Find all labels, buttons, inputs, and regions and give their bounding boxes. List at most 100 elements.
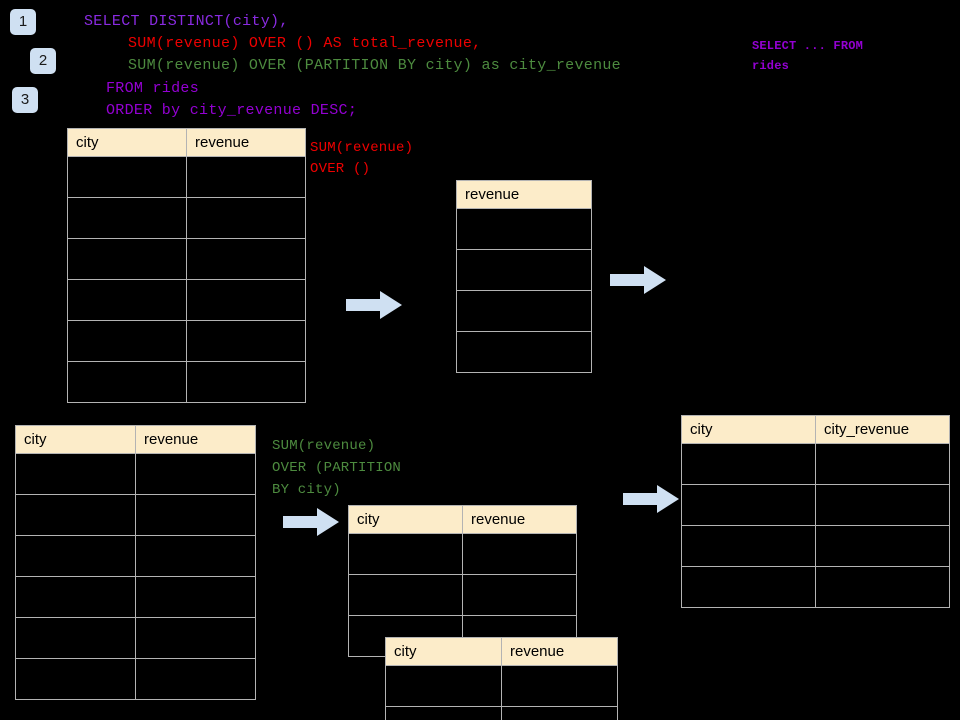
table-row [15, 535, 256, 577]
table-cell-city [15, 453, 136, 495]
table-cell-city-revenue [815, 525, 950, 567]
column-header-city-revenue: city_revenue [815, 415, 950, 444]
table-cell-revenue [456, 249, 592, 291]
column-header-revenue: revenue [501, 637, 618, 666]
table-cell-city-revenue [815, 566, 950, 608]
column-header-revenue: revenue [135, 425, 256, 454]
column-header-city: city [385, 637, 502, 666]
column-header-revenue: revenue [186, 128, 306, 157]
table-cell-city-revenue [815, 484, 950, 526]
sql-line-select-distinct: SELECT DISTINCT(city), [84, 13, 289, 30]
table-cell-revenue [186, 279, 306, 321]
table-row [15, 494, 256, 536]
table-cell-revenue [135, 494, 256, 536]
table-cell-city [67, 361, 187, 403]
table-row [681, 443, 950, 485]
sql-line-city-revenue: SUM(revenue) OVER (PARTITION BY city) as… [128, 57, 621, 74]
arrow-rides-to-total-revenue-icon [346, 291, 402, 319]
column-header-city: city [348, 505, 463, 534]
table-cell-city [348, 533, 463, 575]
table-cell-revenue [186, 156, 306, 198]
partition-table-b: city revenue [385, 637, 618, 720]
rides-source-table-top: city revenue [67, 128, 306, 403]
table-cell-city [67, 279, 187, 321]
column-header-city: city [67, 128, 187, 157]
table-cell-city [348, 574, 463, 616]
table-row [385, 706, 618, 720]
table-cell-revenue [501, 665, 618, 707]
table-cell-revenue [462, 574, 577, 616]
table-row [681, 484, 950, 526]
table-row [67, 279, 306, 321]
table-cell-revenue [135, 658, 256, 700]
table-cell-revenue [135, 453, 256, 495]
sql-line-total-revenue: SUM(revenue) OVER () AS total_revenue, [128, 35, 482, 52]
table-cell-revenue [456, 290, 592, 332]
table-row [681, 566, 950, 608]
step-badge-3: 3 [12, 87, 38, 113]
annotation-city-revenue-line2: OVER (PARTITION [272, 460, 402, 476]
table-cell-city [67, 197, 187, 239]
total-revenue-result-table: revenue [456, 180, 592, 373]
annotation-city-revenue-line1: SUM(revenue) [272, 438, 376, 454]
table-row [348, 533, 577, 575]
partition-table-a: city revenue [348, 505, 577, 657]
annotation-source-select-line1: SELECT ... FROM [752, 39, 864, 53]
table-cell-city [67, 156, 187, 198]
table-row [15, 658, 256, 700]
table-cell-revenue [501, 706, 618, 720]
table-cell-city [15, 617, 136, 659]
column-header-city: city [15, 425, 136, 454]
arrow-rides-to-partition-icon [283, 508, 339, 536]
table-cell-city [385, 706, 502, 720]
table-row [67, 197, 306, 239]
table-cell-revenue [186, 238, 306, 280]
final-result-table: city city_revenue [681, 415, 950, 608]
table-header-row: city revenue [15, 425, 256, 454]
table-cell-city [681, 525, 816, 567]
annotation-total-revenue-line1: SUM(revenue) [310, 140, 414, 156]
table-cell-city [15, 576, 136, 618]
step-badge-2: 2 [30, 48, 56, 74]
table-row [15, 617, 256, 659]
table-row [456, 249, 592, 291]
table-cell-revenue [456, 208, 592, 250]
table-cell-revenue [456, 331, 592, 373]
table-cell-city [67, 238, 187, 280]
table-cell-city [385, 665, 502, 707]
table-header-row: city revenue [67, 128, 306, 157]
table-cell-revenue [186, 197, 306, 239]
table-cell-city [681, 566, 816, 608]
table-row [67, 320, 306, 362]
annotation-source-select-line2: rides [752, 59, 790, 73]
column-header-revenue: revenue [456, 180, 592, 209]
table-row [348, 574, 577, 616]
sql-line-from-rides: FROM rides [106, 80, 200, 97]
table-row [456, 208, 592, 250]
table-row [67, 156, 306, 198]
table-header-row: revenue [456, 180, 592, 209]
annotation-city-revenue-line3: BY city) [272, 482, 341, 498]
table-cell-city [15, 535, 136, 577]
table-header-row: city revenue [385, 637, 618, 666]
arrow-partition-to-final-icon [623, 485, 679, 513]
arrow-total-revenue-to-final-icon [610, 266, 666, 294]
table-row [67, 238, 306, 280]
column-header-revenue: revenue [462, 505, 577, 534]
table-row [681, 525, 950, 567]
table-cell-city [67, 320, 187, 362]
table-row [456, 331, 592, 373]
table-cell-revenue [462, 533, 577, 575]
table-row [15, 453, 256, 495]
table-row [67, 361, 306, 403]
table-cell-revenue [135, 535, 256, 577]
table-cell-city [15, 658, 136, 700]
table-cell-city [15, 494, 136, 536]
rides-source-table-bottom: city revenue [15, 425, 256, 700]
table-cell-revenue [186, 320, 306, 362]
table-row [456, 290, 592, 332]
column-header-city: city [681, 415, 816, 444]
table-header-row: city revenue [348, 505, 577, 534]
table-cell-city-revenue [815, 443, 950, 485]
